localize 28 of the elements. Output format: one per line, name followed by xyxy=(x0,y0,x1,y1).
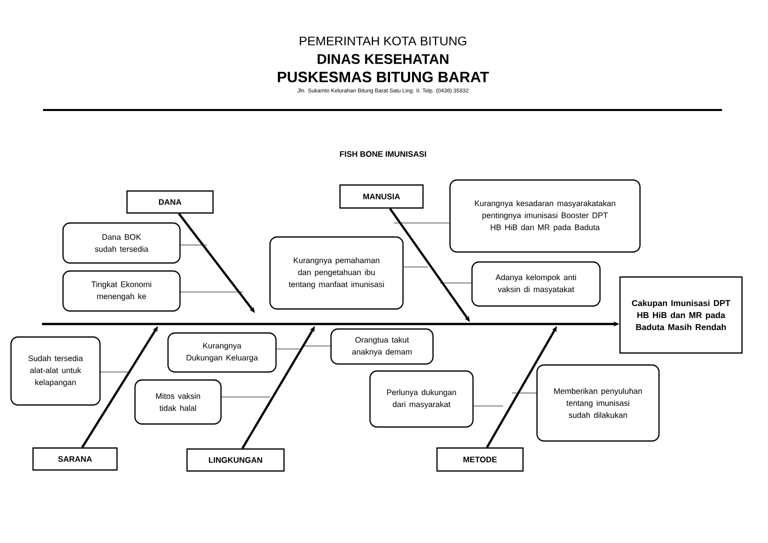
cause-box: Dana BOK sudah tersedia xyxy=(62,222,181,264)
branch-line xyxy=(440,282,472,284)
category-box: METODE xyxy=(436,447,524,472)
cause-box: Kurangnya kesadaran masyarakatakan pentingnya imunisasi Booster DPT HB HiB dan MR pada Baduta xyxy=(449,179,641,253)
branch-line xyxy=(276,348,302,350)
branch-line xyxy=(403,266,428,268)
branch-line xyxy=(394,222,450,224)
header-line: PEMERINTAH KOTA BITUNG xyxy=(300,36,466,46)
cause-box: Kurangnya pemahaman dan pengetahuan ibu tentang manfaat imunisasi xyxy=(269,236,404,310)
cause-box: Orangtua takut anaknya demam xyxy=(330,328,434,365)
category-box: SARANA xyxy=(32,447,118,471)
diagram-title: FISH BONE IMUNISASI xyxy=(340,151,426,157)
cause-box: Tingkat Ekonomi menengah ke xyxy=(62,270,181,312)
branch-line xyxy=(221,396,270,398)
cause-box: Kurangnya Dukungan Keluarga xyxy=(167,332,277,373)
branch-line xyxy=(180,244,208,246)
category-box: MANUSIA xyxy=(339,184,424,209)
cause-box: Adanya kelompok anti vaksin di masyatakat xyxy=(471,261,601,307)
effect-box: Cakupan Imunisasi DPT HB HiB dan MR pada Baduta Masih Rendah xyxy=(619,276,743,354)
header-title: PUSKESMAS BITUNG BARAT xyxy=(278,72,489,82)
cause-box: Perlunya dukungan dari masyarakat xyxy=(369,370,474,428)
cause-box: Memberikan penyuluhan tentang imunisasi sudah dilakukan xyxy=(536,364,660,442)
category-box: DANA xyxy=(126,190,214,214)
cause-box: Sudah tersedia alat-alat untuk kelapangan xyxy=(10,336,101,406)
category-box: LINGKUNGAN xyxy=(186,448,285,472)
cause-box: Mitos vaksin tidak halal xyxy=(134,379,222,425)
branch-line xyxy=(512,392,537,394)
header-title: DINAS KESEHATAN xyxy=(318,54,448,64)
